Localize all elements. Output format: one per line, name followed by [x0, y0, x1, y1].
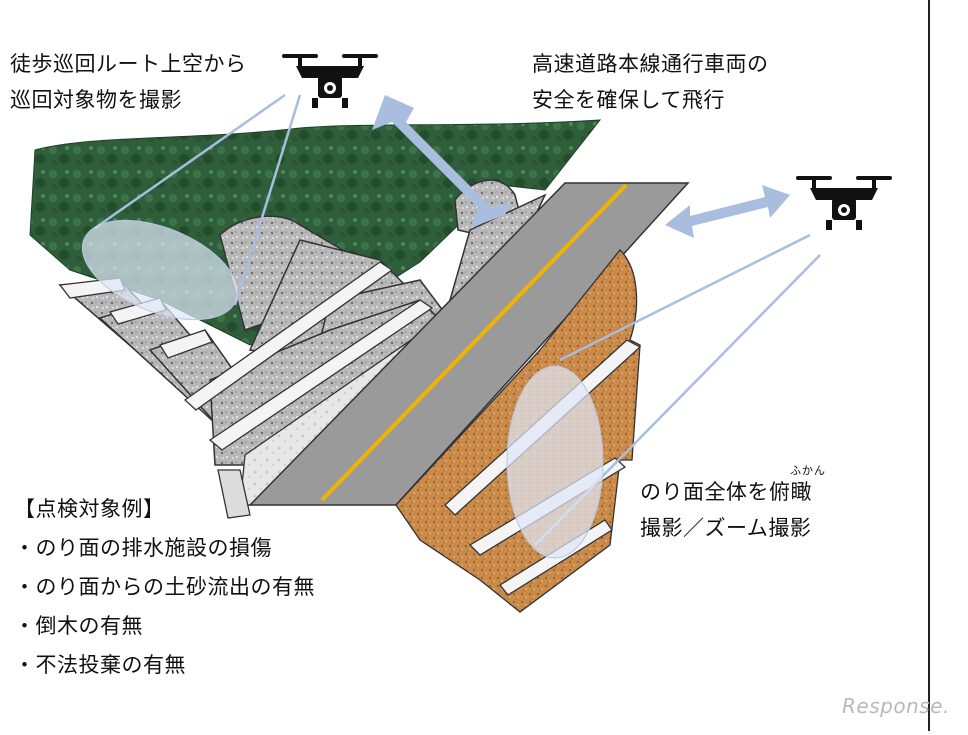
highway-safety-line-1: 高速道路本線通行車両の: [532, 52, 769, 76]
drone-icon: [796, 176, 892, 230]
patrol-route-line-2: 巡回対象物を撮影: [10, 88, 182, 112]
highway-safety-label: 高速道路本線通行車両の 安全を確保して飛行: [532, 46, 769, 118]
slope-overview-line-1: のり面全体を俯瞰: [640, 480, 812, 504]
list-item: ・のり面からの土砂流出の有無: [14, 575, 315, 599]
list-item: ・のり面の排水施設の損傷: [14, 536, 272, 560]
curb: [217, 469, 251, 519]
list-item: ・倒木の有無: [14, 614, 143, 638]
road-centerline: [320, 183, 628, 502]
focus-area-right: [506, 365, 604, 559]
inspection-title: 【点検対象例】: [14, 497, 165, 521]
drone-icon: [282, 54, 378, 108]
watermark-logo: Response.: [842, 694, 950, 718]
double-arrow-icon: [372, 95, 512, 228]
highway-safety-line-2: 安全を確保して飛行: [532, 88, 725, 112]
slope-overview-line-2: 撮影／ズーム撮影: [640, 516, 812, 540]
patrol-route-line-1: 徒歩巡回ルート上空から: [10, 52, 247, 76]
list-item: ・不法投棄の有無: [14, 653, 186, 677]
double-arrow-icon: [665, 185, 790, 238]
focus-area-left: [81, 219, 239, 321]
inspection-list: 【点検対象例】 ・のり面の排水施設の損傷 ・のり面からの土砂流出の有無 ・倒木の…: [14, 490, 315, 685]
slope-overview-label: のり面全体を俯瞰 撮影／ズーム撮影: [640, 474, 812, 546]
patrol-route-label: 徒歩巡回ルート上空から 巡回対象物を撮影: [10, 46, 247, 118]
frame-border: [928, 0, 930, 731]
furigana-annotation: ふかん: [790, 464, 826, 477]
